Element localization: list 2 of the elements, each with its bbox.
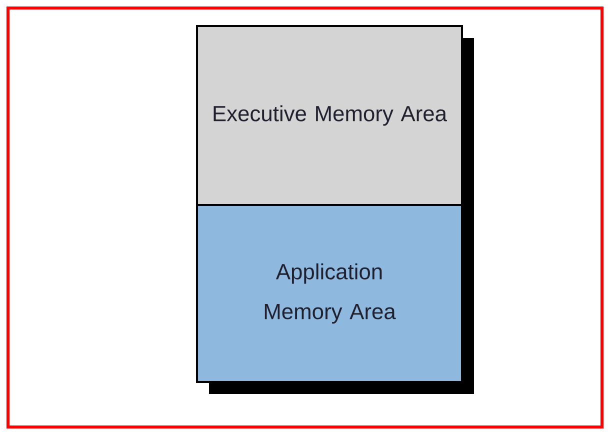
memory-area-box: Executive Memory Area <box>196 25 463 206</box>
memory-area-box: Application Memory Area <box>196 204 463 383</box>
